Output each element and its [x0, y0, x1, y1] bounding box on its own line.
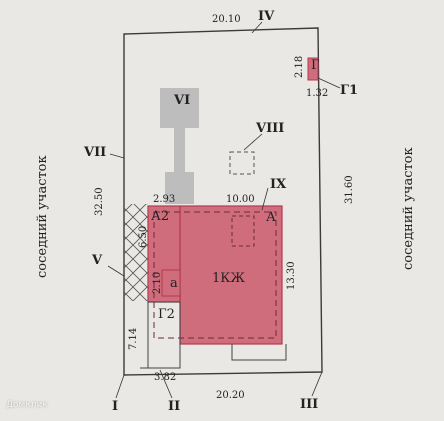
marker-vi: VI: [173, 93, 190, 108]
marker-iii: III: [300, 397, 318, 412]
leader-iv: [251, 21, 263, 34]
label-a-small: а: [170, 276, 178, 291]
hatched-area: [124, 204, 148, 301]
label-a2: А2: [151, 209, 169, 224]
label-a: А: [266, 210, 276, 225]
leader-v: [107, 265, 125, 277]
annex-a-small: [161, 269, 181, 297]
dim-a2-width: 2.93: [153, 194, 175, 205]
house-dashed-outline: [153, 211, 277, 339]
main-house: [179, 205, 283, 345]
label-neighbor-left: соседний участок: [35, 155, 50, 278]
dim-bottom: 20.20: [216, 390, 245, 401]
garage-g: [307, 57, 319, 81]
porch-outline: [231, 344, 287, 361]
label-g2: Г2: [158, 307, 175, 322]
label-g: Г: [311, 58, 320, 73]
watermark: Домклик: [6, 400, 48, 410]
dim-a-small: 2.10: [152, 272, 163, 294]
viii-dashed-outline: [229, 151, 255, 175]
label-main-house: 1КЖ: [212, 271, 245, 286]
dim-g2-width: 3.82: [154, 372, 176, 383]
marker-iv: IV: [258, 9, 275, 24]
dim-a2-depth: 6.50: [138, 226, 149, 248]
marker-ix: IX: [270, 177, 287, 192]
leader-iii: [311, 371, 323, 397]
dim-house-depth: 13.30: [286, 261, 297, 290]
leader-ix: [261, 187, 269, 211]
outbuilding-vi: [160, 88, 199, 204]
dim-g-width: 1.32: [306, 88, 328, 99]
leader-g1: [317, 77, 341, 89]
ix-dashed-outline: [231, 215, 255, 247]
leader-vii: [109, 153, 125, 159]
dim-house-width: 10.00: [226, 194, 255, 205]
dim-g2-depth: 7.14: [128, 328, 139, 350]
leader-i: [115, 374, 125, 399]
dim-right: 31.60: [344, 175, 355, 204]
leader-ii: [159, 369, 173, 399]
dim-g-depth: 2.18: [294, 56, 305, 78]
marker-g1: Г1: [340, 83, 358, 98]
marker-i: I: [112, 399, 118, 414]
marker-viii: VIII: [255, 121, 284, 136]
marker-ii: II: [168, 399, 180, 414]
leader-viii: [243, 133, 263, 151]
label-neighbor-right: соседний участок: [401, 147, 416, 270]
marker-v: V: [91, 253, 103, 268]
marker-vii: VII: [83, 145, 106, 160]
dim-top: 20.10: [212, 14, 241, 25]
dim-left: 32.50: [94, 187, 105, 216]
